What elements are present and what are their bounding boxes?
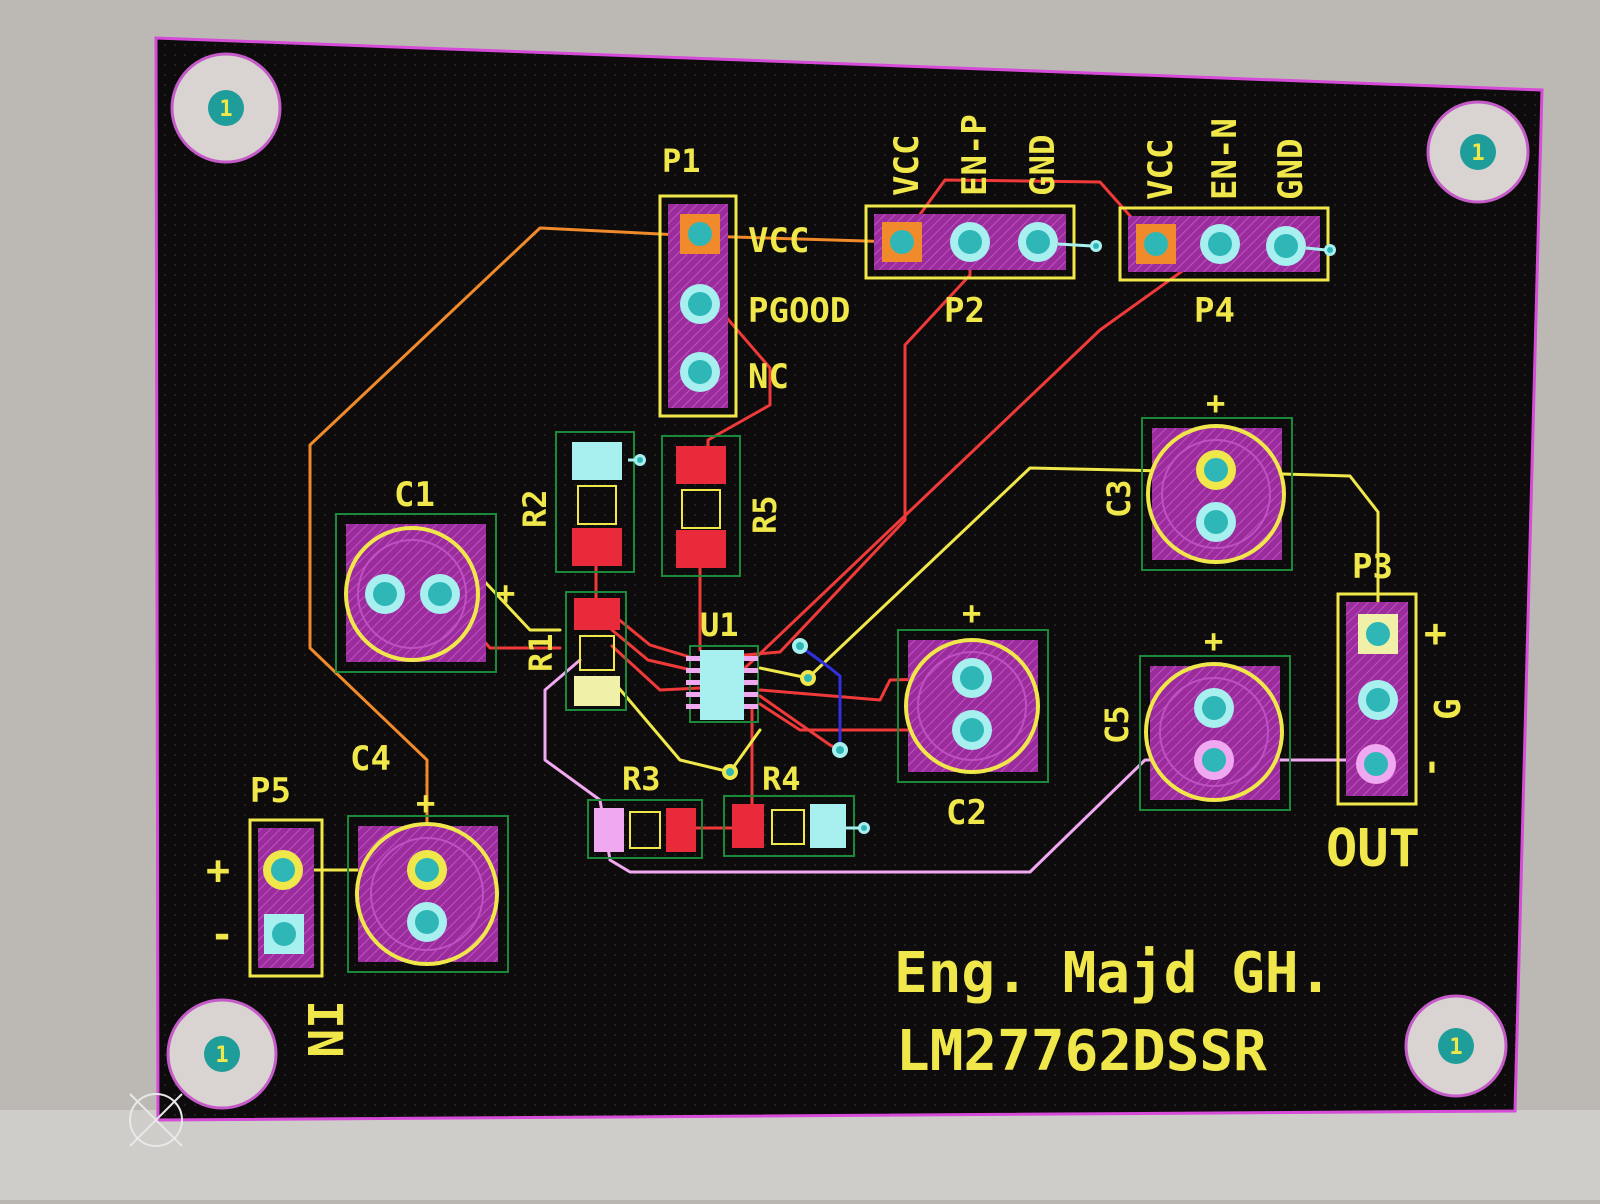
- trace-bottom-blue: [798, 644, 842, 747]
- p2-pin-3-label: GND: [1023, 135, 1063, 196]
- capacitor-c5[interactable]: C5 +: [1098, 622, 1291, 811]
- mount-hole-label: 1: [219, 97, 232, 122]
- mount-hole-bl[interactable]: 1: [166, 998, 278, 1110]
- r4-ref: R4: [762, 760, 801, 798]
- mount-hole-br[interactable]: 1: [1404, 994, 1508, 1098]
- capacitor-c2[interactable]: C2 +: [897, 594, 1049, 833]
- p1-pin-1-label: VCC: [748, 221, 809, 261]
- c4-ref: C4: [350, 739, 391, 779]
- part-number-text: LM27762DSSR: [896, 1019, 1267, 1084]
- resistor-r3[interactable]: R3: [587, 760, 703, 859]
- resistor-r4[interactable]: R4: [723, 760, 870, 857]
- trace-vcc-orange: [308, 226, 702, 874]
- c4-plus: +: [416, 784, 435, 822]
- p4-pin-1-label: VCC: [1141, 139, 1181, 200]
- c5-plus: +: [1204, 622, 1223, 660]
- origin-marker-icon: [129, 1093, 183, 1147]
- connector-p5[interactable]: P5 + - IN: [206, 771, 352, 1058]
- p1-pin-3-label: NC: [748, 357, 789, 397]
- c2-plus: +: [962, 594, 981, 632]
- r3-ref: R3: [622, 760, 661, 798]
- p2-pin-1-label: VCC: [887, 135, 927, 196]
- trace-vcc-p2-p4: [898, 178, 1157, 246]
- trace-r1-r3: [610, 678, 762, 774]
- trace-r1-u1a: [610, 612, 702, 662]
- p3-pin-2-label: G: [1428, 698, 1469, 720]
- p3-ref: P3: [1352, 547, 1393, 587]
- c3-ref: C3: [1100, 479, 1138, 518]
- mount-hole-label: 1: [1471, 141, 1484, 166]
- connector-p3[interactable]: P3 + G - OUT: [1326, 547, 1469, 879]
- connector-p4[interactable]: P4 VCC EN-N GND: [1118, 118, 1336, 331]
- capacitor-c1[interactable]: C1 +: [335, 475, 515, 673]
- mount-hole-label: 1: [1449, 1035, 1462, 1060]
- capacitor-c4[interactable]: C4 +: [347, 739, 509, 973]
- p5-pin-1-label: +: [206, 848, 230, 894]
- p2-ref: P2: [944, 291, 985, 331]
- connector-p1[interactable]: P1 VCC PGOOD NC: [658, 142, 850, 418]
- c1-ref: C1: [394, 475, 435, 515]
- mount-hole-tr[interactable]: 1: [1426, 100, 1530, 204]
- p3-title: OUT: [1326, 819, 1420, 879]
- u1-ref: U1: [700, 606, 739, 644]
- capacitor-c3[interactable]: C3 +: [1100, 384, 1293, 571]
- r1-ref: R1: [522, 633, 560, 672]
- p5-pin-2-label: -: [210, 912, 234, 958]
- mount-hole-label: 1: [215, 1043, 228, 1068]
- p4-pin-3-label: GND: [1271, 139, 1311, 200]
- resistor-r2[interactable]: R2: [516, 431, 646, 573]
- resistor-r5[interactable]: R5: [661, 435, 784, 577]
- r2-ref: R2: [516, 489, 554, 528]
- author-text: Eng. Majd GH.: [894, 941, 1332, 1006]
- resistor-r1[interactable]: R1: [522, 591, 627, 711]
- p4-ref: P4: [1194, 291, 1235, 331]
- trace-gnd-pink: [543, 658, 1372, 874]
- p3-pin-1-label: +: [1424, 611, 1447, 655]
- p1-ref: P1: [662, 142, 701, 180]
- p1-pin-2-label: PGOOD: [748, 291, 850, 331]
- trace-u1-yellow: [758, 666, 810, 680]
- trace-en-n: [743, 242, 1222, 670]
- r5-ref: R5: [746, 495, 784, 534]
- p5-title: IN: [296, 1000, 352, 1058]
- board-outline: [154, 36, 1544, 1122]
- ic-u1[interactable]: U1: [686, 606, 759, 723]
- trace-r1-u1b: [610, 628, 702, 674]
- p5-ref: P5: [250, 771, 291, 811]
- p3-pin-3-label: -: [1410, 756, 1451, 778]
- c3-plus: +: [1206, 384, 1225, 422]
- mount-hole-tl[interactable]: 1: [170, 52, 282, 164]
- c5-ref: C5: [1098, 705, 1136, 744]
- p4-pin-2-label: EN-N: [1205, 118, 1245, 200]
- p2-pin-2-label: EN-P: [955, 114, 995, 196]
- c2-ref: C2: [946, 793, 987, 833]
- vias[interactable]: [722, 638, 848, 780]
- c1-plus: +: [496, 574, 515, 612]
- trace-r1-u1c: [610, 644, 702, 692]
- connector-p2[interactable]: P2 VCC EN-P GND: [864, 114, 1102, 331]
